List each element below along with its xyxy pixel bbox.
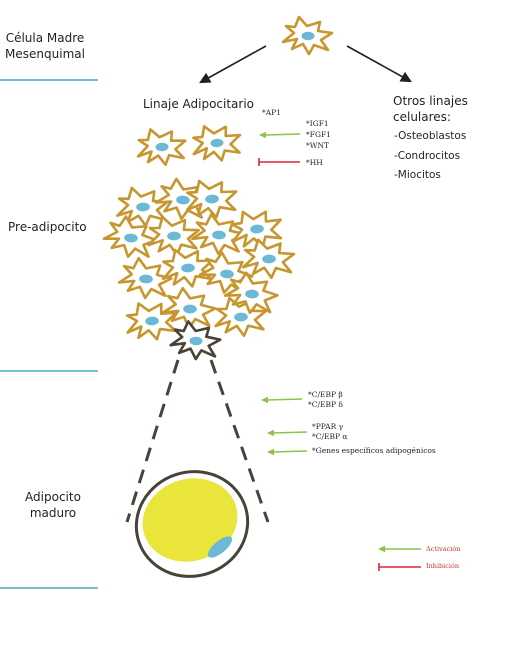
preadipocyte-cell-nucleus xyxy=(176,195,190,205)
zoom-line-left xyxy=(125,359,180,523)
factor-arrows-layer xyxy=(258,131,421,571)
preadipocyte-cell-nucleus xyxy=(250,224,264,234)
lineage-other-title: Otros linajes celulares: xyxy=(393,94,468,124)
committed-cell-nucleus xyxy=(155,142,169,152)
factor-genes: *Genes específicos adipogénicos xyxy=(312,446,436,455)
factor-igf1: *IGF1 xyxy=(306,119,329,128)
stage-label-msc: Célula Madre Mesenquimal xyxy=(5,31,85,61)
preadipocyte-cell xyxy=(102,215,158,258)
factor-cebp-delta: *C/EBP δ xyxy=(308,400,343,409)
committed-cell xyxy=(136,128,187,166)
factor-cebp-beta: *C/EBP β xyxy=(308,390,343,399)
legend-activation-label: Activación xyxy=(426,545,461,553)
separator-msc xyxy=(0,79,98,81)
preadipocyte-cell-nucleus xyxy=(245,289,259,299)
preadipocyte-cell xyxy=(161,248,214,288)
factor-cebp-alpha: *C/EBP α xyxy=(312,432,348,441)
preadipocyte-cell xyxy=(161,286,217,330)
preadipocyte-cell xyxy=(185,179,238,219)
preadipocyte-cell xyxy=(242,238,296,280)
arrow-to-other-lineages xyxy=(346,45,412,83)
factor-wnt: *WNT xyxy=(306,141,330,150)
legend-inhibition-label: Inhibición xyxy=(426,562,460,570)
activation-arrow-genes xyxy=(267,448,308,456)
lineage-other-item-miocitos: -Miocitos xyxy=(394,169,441,181)
preadipocyte-cell-nucleus xyxy=(167,231,181,241)
lineage-adipocytic-label: Linaje Adipocitario xyxy=(143,97,255,111)
activation-arrow-igf1-fgf1-wnt xyxy=(259,131,301,139)
legend-inhibition-bar xyxy=(378,563,421,571)
lipid-droplet xyxy=(142,478,238,562)
preadipocyte-cell-nucleus xyxy=(205,194,219,204)
preadipocyte-cell-nucleus xyxy=(183,304,197,314)
inhibition-bar-hh xyxy=(258,158,300,166)
factor-ap1: *AP1 xyxy=(262,108,281,117)
activation-arrow-cebp-beta-delta xyxy=(261,396,303,404)
differentiating-cell-nucleus xyxy=(189,336,203,346)
preadipocyte-cell xyxy=(117,256,173,300)
lineage-other-item-condrocitos: -Condrocitos xyxy=(394,150,461,162)
preadipocyte-cell-nucleus xyxy=(262,254,276,264)
arrow-to-adipocytic-lineage xyxy=(199,45,267,84)
preadipocyte-cell-nucleus xyxy=(124,233,138,243)
preadipocyte-cell-nucleus xyxy=(139,274,153,284)
preadipocyte-cell xyxy=(154,177,210,221)
legend-activation-arrow xyxy=(378,545,421,553)
preadipocyte-cell-nucleus xyxy=(212,230,226,240)
lineage-other-item-osteoblastos: -Osteoblastos xyxy=(394,130,467,142)
committed-cell xyxy=(192,125,242,162)
preadipocyte-cell-nucleus xyxy=(136,202,150,212)
committed-cell-nucleus xyxy=(210,138,224,148)
preadipocyte-cell xyxy=(191,213,246,256)
preadipocyte-cell-nucleus xyxy=(145,316,159,326)
separator-mature xyxy=(0,587,98,589)
stage-label-mature: Adipocito maduro xyxy=(25,490,81,520)
activation-arrow-ppar-cebp-alpha xyxy=(267,429,308,437)
preadipocyte-cell-nucleus xyxy=(220,269,234,279)
preadipocyte-cell xyxy=(223,271,279,315)
preadipocyte-cell xyxy=(230,210,283,249)
mature-adipocyte-nucleus xyxy=(207,536,233,558)
stage-label-preadipocyte: Pre-adipocito xyxy=(8,220,87,234)
preadipocyte-cell-nucleus xyxy=(234,312,248,322)
factor-hh: *HH xyxy=(306,158,323,167)
mature-adipocyte xyxy=(134,470,250,578)
factor-ppar-gamma: *PPAR γ xyxy=(312,422,344,431)
cells-layer xyxy=(102,15,334,361)
zoom-line-right xyxy=(209,359,270,523)
separator-preadipocyte xyxy=(0,370,98,372)
differentiating-cell xyxy=(169,320,222,361)
preadipocyte-cell-nucleus xyxy=(181,263,195,273)
mesenchymal-stem-cell xyxy=(281,15,334,56)
factor-fgf1: *FGF1 xyxy=(306,130,331,139)
preadipocyte-cell xyxy=(147,215,200,256)
mesenchymal-stem-cell-nucleus xyxy=(301,31,315,41)
